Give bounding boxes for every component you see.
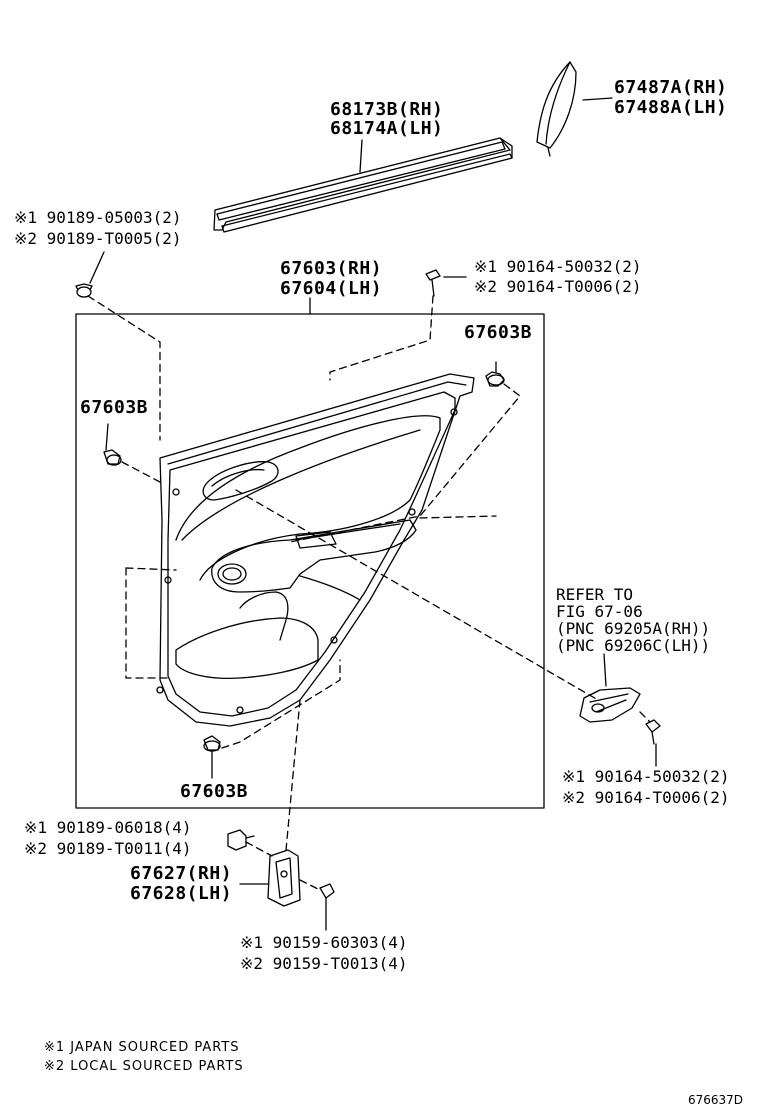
- screw-top-part: [426, 270, 466, 296]
- bracket-part: [268, 850, 300, 906]
- clip-top-left-label-1: ※1 90189-05003(2): [14, 208, 182, 227]
- clip-67603b-bottom: [204, 736, 220, 778]
- clip-67603b-label-left: 67603B: [80, 397, 149, 418]
- bracket-label-lh: 67628(LH): [130, 883, 233, 904]
- clip-top-left-label-2: ※2 90189-T0005(2): [14, 229, 182, 248]
- screw-bottom-label-1: ※1 90159-60303(4): [240, 933, 408, 952]
- assembly-frame: [76, 314, 544, 808]
- clip-67603b-label-bottom: 67603B: [180, 781, 249, 802]
- clip-top-left-part: [76, 252, 104, 297]
- nut-label-1: ※1 90189-06018(4): [24, 818, 192, 837]
- door-trim-label-rh: 67603(RH): [280, 258, 383, 279]
- nut-part: [228, 830, 254, 850]
- clip-67603b-label-top-right: 67603B: [464, 322, 533, 343]
- door-trim-panel: [157, 374, 474, 726]
- note-japan-sourced: ※1 JAPAN SOURCED PARTS: [44, 1040, 240, 1055]
- nut-label-2: ※2 90189-T0011(4): [24, 839, 192, 858]
- belt-moulding-label-lh: 68174A(LH): [330, 118, 444, 139]
- screw-right-part: [646, 720, 660, 766]
- door-trim-label-lh: 67604(LH): [280, 278, 383, 299]
- inside-handle-part: [580, 688, 640, 722]
- refer-fig-label: FIG 67-06: [556, 602, 643, 621]
- clip-67603b-left: [104, 424, 121, 465]
- belt-moulding-part: [214, 138, 512, 232]
- screw-right-label-2: ※2 90164-T0006(2): [562, 788, 730, 807]
- screw-bottom-label-2: ※2 90159-T0013(4): [240, 954, 408, 973]
- refer-pnc-lh-label: (PNC 69206C(LH)): [556, 636, 711, 655]
- refer-pnc-rh-label: (PNC 69205A(RH)): [556, 619, 711, 638]
- cover-label-lh: 67488A(LH): [614, 97, 728, 118]
- cover-part: [537, 62, 576, 156]
- note-local-sourced: ※2 LOCAL SOURCED PARTS: [44, 1059, 244, 1074]
- screw-top-label-1: ※1 90164-50032(2): [474, 257, 642, 276]
- cover-label-rh: 67487A(RH): [614, 77, 728, 98]
- diagram-code: 676637D: [688, 1093, 744, 1107]
- screw-top-label-2: ※2 90164-T0006(2): [474, 277, 642, 296]
- refer-to-label: REFER TO: [556, 585, 634, 604]
- clip-67603b-top-right: [486, 362, 504, 386]
- screw-bottom-part: [320, 884, 334, 930]
- belt-moulding-label-rh: 68173B(RH): [330, 99, 444, 120]
- screw-right-label-1: ※1 90164-50032(2): [562, 767, 730, 786]
- bracket-label-rh: 67627(RH): [130, 863, 233, 884]
